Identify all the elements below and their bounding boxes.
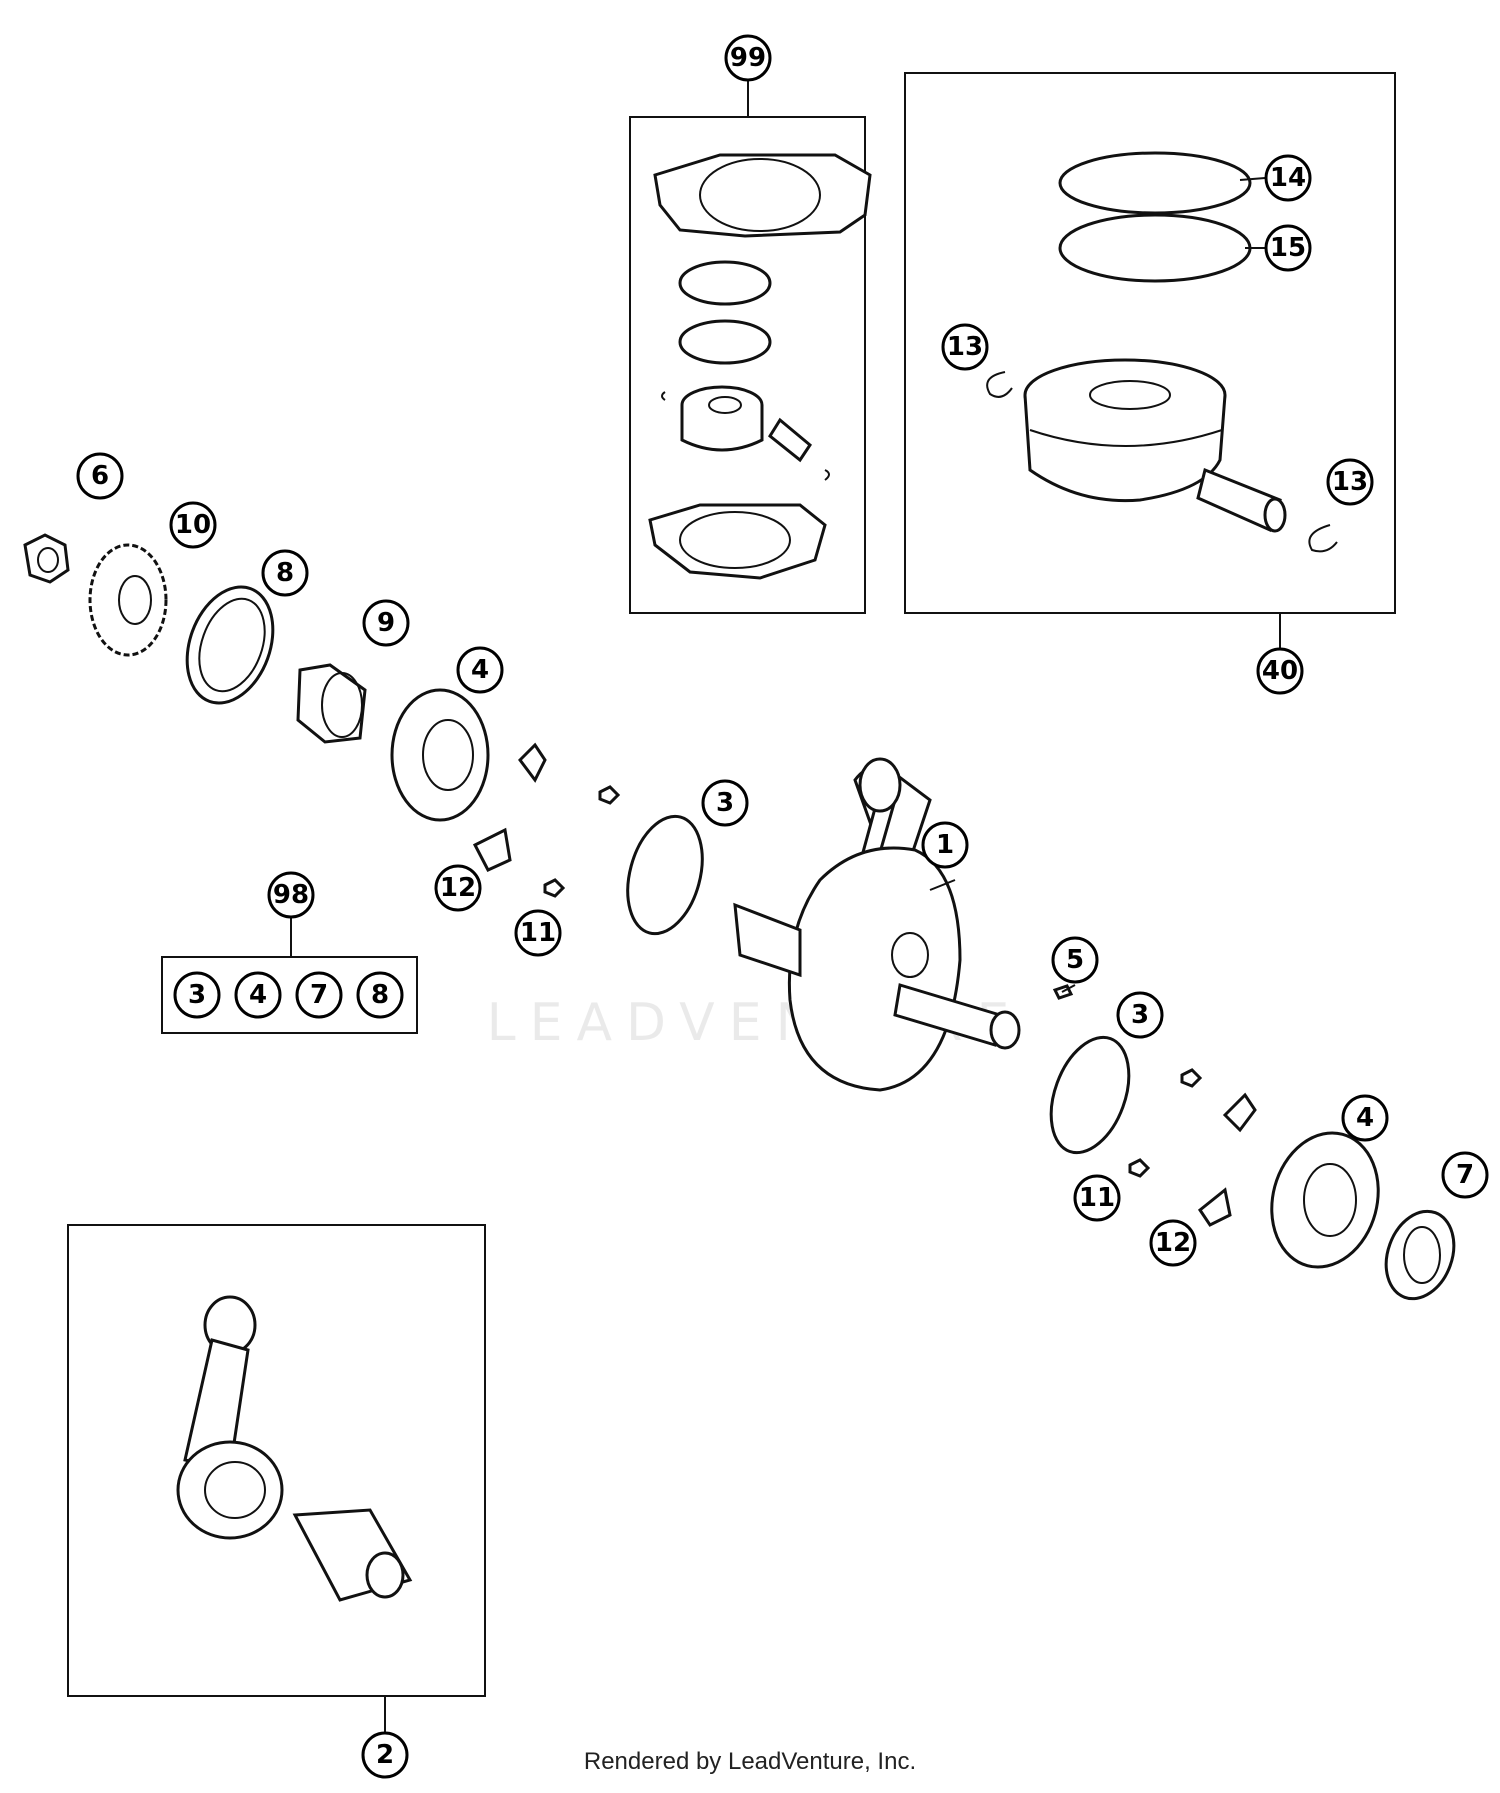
callout-9[interactable]: 9: [362, 599, 410, 647]
o-ring-right: [1049, 1035, 1131, 1155]
callout-12-left[interactable]: 12: [434, 864, 482, 912]
svg-text:13: 13: [1332, 467, 1368, 497]
callout-15[interactable]: 15: [1264, 224, 1312, 272]
callout-8[interactable]: 8: [261, 549, 309, 597]
kit-box-2: [67, 1224, 486, 1735]
kit-98-item-8[interactable]: 8: [356, 971, 404, 1019]
main-bearing-left: [390, 688, 490, 822]
svg-text:12: 12: [1155, 1228, 1191, 1258]
lock-tab-lower: [472, 827, 512, 872]
svg-text:7: 7: [1456, 1160, 1474, 1190]
right-parts: [1049, 984, 1456, 1301]
callout-7[interactable]: 7: [1441, 1151, 1489, 1199]
svg-text:4: 4: [1356, 1103, 1374, 1133]
lock-tab-right-upper: [1222, 1092, 1257, 1133]
callout-11-right[interactable]: 11: [1073, 1174, 1121, 1222]
callout-11-left[interactable]: 11: [514, 909, 562, 957]
callout-6[interactable]: 6: [76, 452, 124, 500]
callout-40[interactable]: 40: [1256, 647, 1304, 695]
svg-text:98: 98: [273, 880, 309, 910]
lock-tab-upper: [518, 742, 547, 783]
kit-98-item-4[interactable]: 4: [234, 971, 282, 1019]
callout-99[interactable]: 99: [724, 34, 772, 82]
svg-text:11: 11: [520, 918, 556, 948]
o-ring-left: [626, 814, 704, 936]
svg-text:14: 14: [1270, 163, 1306, 193]
circlip-right: [1308, 524, 1338, 553]
kit-box-99: [629, 80, 872, 614]
svg-text:11: 11: [1079, 1183, 1115, 1213]
svg-text:6: 6: [91, 461, 109, 491]
callout-10[interactable]: 10: [169, 501, 217, 549]
base-gasket: [648, 503, 827, 580]
svg-text:13: 13: [947, 332, 983, 362]
leader-lines: [929, 879, 1076, 993]
svg-text:10: 10: [175, 510, 211, 540]
callout-3-left[interactable]: 3: [701, 779, 749, 827]
svg-text:5: 5: [1066, 945, 1084, 975]
callout-1[interactable]: 1: [921, 821, 969, 869]
svg-text:12: 12: [440, 873, 476, 903]
kit-pin: [768, 417, 812, 463]
callout-2[interactable]: 2: [361, 1731, 409, 1779]
kit-box-98: [161, 915, 418, 1034]
screw-right-upper: [1180, 1068, 1203, 1088]
svg-text:15: 15: [1270, 233, 1306, 263]
callout-13-right[interactable]: 13: [1326, 458, 1374, 506]
svg-text:8: 8: [371, 980, 389, 1010]
piston-ring-14: [1058, 151, 1252, 215]
nut: [23, 533, 70, 584]
kit-98-item-3[interactable]: 3: [173, 971, 221, 1019]
lock-tab-right-lower: [1197, 1187, 1232, 1227]
svg-text:99: 99: [730, 43, 766, 73]
svg-text:3: 3: [188, 980, 206, 1010]
crankshaft: [733, 757, 1021, 1092]
kit-box-40: [904, 72, 1396, 650]
callout-14[interactable]: 14: [1264, 154, 1312, 202]
circlip-left: [986, 371, 1013, 398]
svg-text:7: 7: [310, 980, 328, 1010]
callout-3-right[interactable]: 3: [1116, 991, 1164, 1039]
main-bearing-right: [1270, 1131, 1380, 1269]
callout-12-right[interactable]: 12: [1149, 1219, 1197, 1267]
shaft-seal: [1384, 1209, 1456, 1301]
head-gasket: [653, 153, 872, 238]
svg-text:8: 8: [276, 558, 294, 588]
svg-text:3: 3: [1131, 1000, 1149, 1030]
piston-ring-15: [1058, 213, 1252, 283]
primary-gear: [88, 543, 168, 657]
left-parts: [23, 533, 704, 936]
svg-text:4: 4: [471, 655, 489, 685]
footer-credit: Rendered by LeadVenture, Inc.: [583, 1748, 917, 1775]
svg-text:40: 40: [1262, 656, 1298, 686]
svg-text:9: 9: [377, 608, 395, 638]
kit-ring-2: [678, 319, 772, 365]
kit-98-item-7[interactable]: 7: [295, 971, 343, 1019]
svg-text:3: 3: [716, 788, 734, 818]
callout-4-right[interactable]: 4: [1341, 1094, 1389, 1142]
screw-upper: [598, 785, 621, 805]
screw-lower: [543, 878, 566, 898]
kit-ring-1: [678, 260, 772, 306]
svg-text:1: 1: [936, 830, 954, 860]
callout-13-left[interactable]: 13: [941, 323, 989, 371]
svg-text:4: 4: [249, 980, 267, 1010]
callout-98[interactable]: 98: [267, 871, 315, 919]
conrod-big-end: [176, 1440, 284, 1540]
callout-5[interactable]: 5: [1051, 936, 1099, 984]
callout-4-left[interactable]: 4: [456, 646, 504, 694]
svg-text:2: 2: [376, 1740, 394, 1770]
seal-ring: [185, 585, 275, 705]
bushing: [296, 663, 367, 744]
screw-right-lower: [1128, 1158, 1151, 1178]
